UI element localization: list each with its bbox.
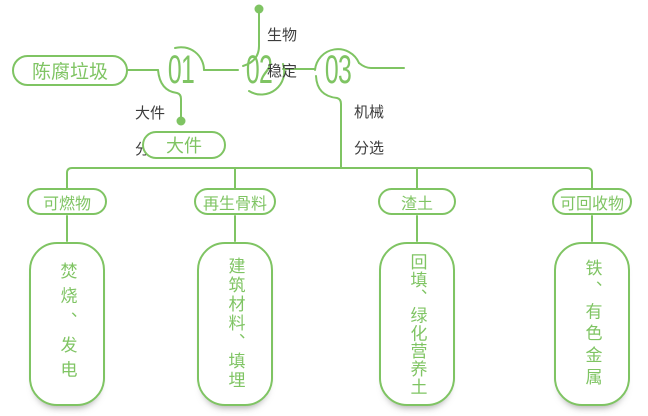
node-source-waste: 陈腐垃圾 xyxy=(12,55,128,86)
result-text-2: 建筑材料、填埋 xyxy=(225,257,245,391)
bio-branch-dot xyxy=(254,4,264,14)
node-bulky-item: 大件 xyxy=(142,131,226,159)
node-result-building-materials: 建筑材料、填埋 xyxy=(197,242,273,406)
category-label-4: 可回收物 xyxy=(559,195,624,213)
stage-number-01: 01 xyxy=(167,48,195,92)
node-source-label: 陈腐垃圾 xyxy=(31,62,108,83)
node-result-metals: 铁、有色金属 xyxy=(554,242,630,406)
result-text-4: 铁、有色金属 xyxy=(582,258,602,390)
stage-02-swoosh xyxy=(248,63,286,96)
node-category-slag-soil: 渣土 xyxy=(378,188,456,215)
stage-03-arc xyxy=(314,48,360,71)
node-category-combustibles: 可燃物 xyxy=(27,188,107,215)
label-bio-line2: 稳定 xyxy=(267,63,298,80)
label-mechanical-sorting: 机械 分选 xyxy=(354,86,384,176)
node-result-incineration: 焚烧、发电 xyxy=(29,242,105,406)
node-bulky-label: 大件 xyxy=(166,136,202,156)
node-category-recycled-aggregate: 再生骨料 xyxy=(194,188,276,215)
label-bulky-line1: 大件 xyxy=(135,105,166,122)
stage-01-curl-drop xyxy=(157,69,182,118)
stage-02-bio-branch xyxy=(242,11,260,67)
result-text-3: 回填、绿化营养土 xyxy=(407,252,427,396)
node-result-backfill: 回填、绿化营养土 xyxy=(379,242,455,406)
node-category-recyclables: 可回收物 xyxy=(552,188,632,215)
connector-03-out xyxy=(358,62,405,69)
stage-01-arc xyxy=(174,46,205,71)
stage-03-curl-drop xyxy=(315,75,342,169)
category-label-3: 渣土 xyxy=(400,195,433,213)
label-mech-line2: 分选 xyxy=(354,140,385,157)
label-bio-line1: 生物 xyxy=(267,27,298,44)
label-bio-stabilization: 生物 稳定 xyxy=(267,9,297,99)
result-text-1: 焚烧、发电 xyxy=(57,262,77,386)
stage-number-02: 02 xyxy=(245,48,273,92)
category-label-2: 再生骨料 xyxy=(202,195,267,213)
distribution-line xyxy=(66,167,593,190)
label-mech-line1: 机械 xyxy=(354,104,385,121)
bulky-branch-dot xyxy=(176,116,186,126)
category-label-1: 可燃物 xyxy=(42,195,91,213)
stage-number-03: 03 xyxy=(324,48,352,92)
